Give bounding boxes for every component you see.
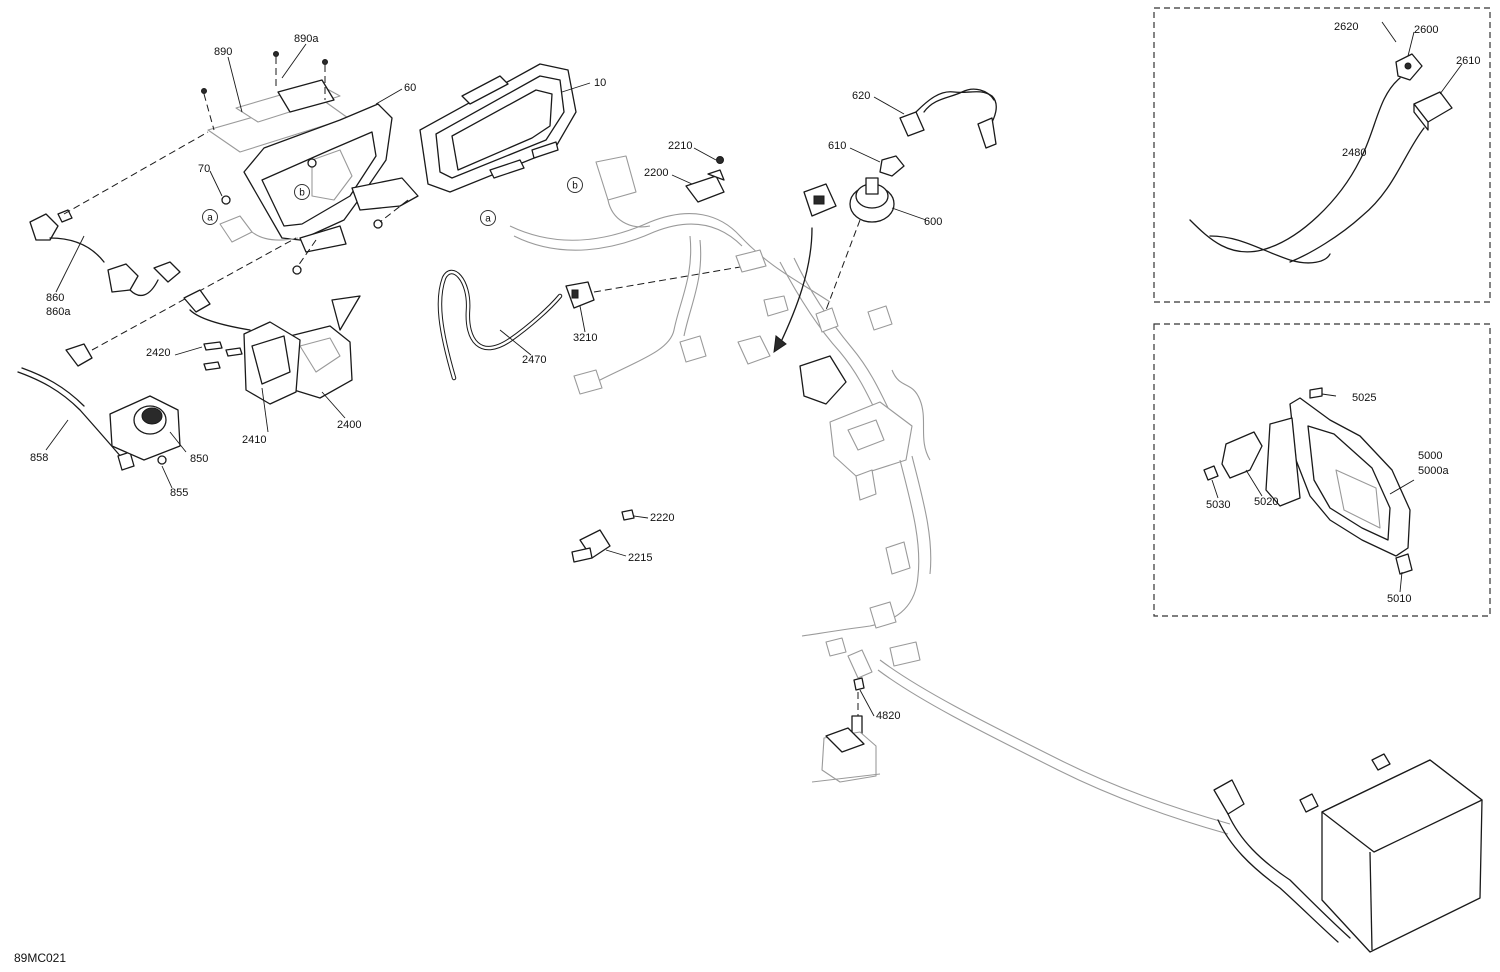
battery: [1213, 753, 1483, 953]
callout-855: 855: [170, 487, 188, 499]
tag-a-left: a: [202, 209, 218, 225]
lanyard-620: [899, 88, 997, 149]
screw-2210: [716, 156, 724, 164]
throttle-2410: [243, 321, 301, 405]
bracket-5020: [1221, 431, 1263, 479]
inset-box-ecm: [1153, 323, 1491, 617]
solenoid: [811, 727, 881, 783]
key-switch-600: [803, 177, 895, 223]
hose-2470: [437, 269, 563, 381]
module-2600: [1395, 53, 1423, 81]
figure-reference: 89MC021: [14, 951, 66, 965]
leader-lines: [45, 31, 1463, 717]
callout-2400: 2400: [337, 419, 361, 431]
sensor-2200: [685, 169, 725, 203]
svg-text:a: a: [485, 214, 491, 225]
callout-5010: 5010: [1387, 593, 1411, 605]
callout-2215: 2215: [628, 552, 652, 564]
screws-2420: [203, 341, 243, 371]
callout-2620: 2620: [1334, 21, 1358, 33]
screw-890a: [201, 51, 328, 94]
svg-text:a: a: [207, 213, 213, 224]
callout-2610: 2610: [1456, 55, 1480, 67]
callout-2600: 2600: [1414, 24, 1438, 36]
callout-2420: 2420: [146, 347, 170, 359]
sensor-2215: [571, 529, 611, 563]
callout-2470: 2470: [522, 354, 546, 366]
throttle-2400: [289, 295, 361, 399]
callout-860: 860: [46, 292, 64, 304]
main-harness: [509, 155, 1231, 835]
ecm-5000: [1265, 397, 1411, 557]
nut-5030: [1203, 465, 1219, 481]
connector-3210: [565, 281, 595, 309]
switch-850: [109, 395, 181, 465]
svg-text:b: b: [299, 188, 305, 199]
bracket-60: [243, 103, 419, 253]
cover-890: [207, 79, 349, 153]
screw-2620: [1381, 21, 1397, 43]
callout-labels: 890 890a 60 10 70 860 860a 2420 2410 240…: [30, 21, 1480, 722]
callout-2200: 2200: [644, 167, 668, 179]
tag-b-right: b: [567, 177, 583, 193]
callout-5025: 5025: [1352, 392, 1376, 404]
tag-b-left: b: [294, 184, 310, 200]
nut-610: [879, 155, 905, 177]
callout-70: 70: [198, 163, 210, 175]
callout-3210: 3210: [573, 332, 597, 344]
svg-text:b: b: [572, 181, 578, 192]
callout-620: 620: [852, 90, 870, 102]
callout-860a: 860a: [46, 306, 71, 318]
screw-2220: [621, 509, 635, 521]
callout-2410: 2410: [242, 434, 266, 446]
callout-890a: 890a: [294, 33, 319, 45]
callout-2220: 2220: [650, 512, 674, 524]
callout-5000a: 5000a: [1418, 465, 1449, 477]
harness-860: [29, 209, 181, 297]
tag-a-right: a: [480, 210, 496, 226]
display-10: [419, 63, 577, 193]
cable-2480: [1189, 77, 1425, 264]
callout-5020: 5020: [1254, 496, 1278, 508]
module-2610: [1413, 91, 1453, 131]
callout-5000: 5000: [1418, 450, 1442, 462]
callout-4820: 4820: [876, 710, 900, 722]
nut-4820: [851, 677, 865, 737]
callout-600: 600: [924, 216, 942, 228]
connector-2400-harness: [183, 289, 251, 331]
callout-60: 60: [404, 82, 416, 94]
callout-610: 610: [828, 140, 846, 152]
callout-890: 890: [214, 46, 232, 58]
callout-5030: 5030: [1206, 499, 1230, 511]
callout-2210: 2210: [668, 140, 692, 152]
fastener-5010: [1395, 553, 1413, 575]
callout-858: 858: [30, 452, 48, 464]
callout-850: 850: [190, 453, 208, 465]
inset-box-bluetooth: [1153, 7, 1491, 303]
callout-2480: 2480: [1342, 147, 1366, 159]
bolt-5025: [1309, 387, 1323, 399]
callout-10: 10: [594, 77, 606, 89]
switch-harness-858: [17, 343, 135, 471]
